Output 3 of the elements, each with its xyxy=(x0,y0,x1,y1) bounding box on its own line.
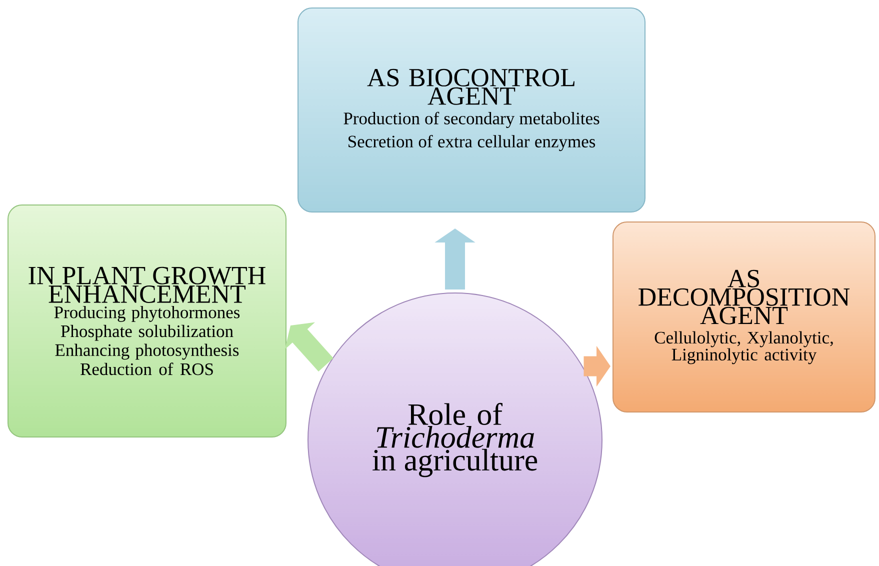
text-box: IN PLANT GROWTH ENHANCEMENT Producing phytohormones Phosphate solubilization Enhancing photosynthesis Reduction of ROS xyxy=(8,204,286,438)
text-box: AS DECOMPOSITION AGENT Cellulolytic, Xylanolytic, Ligninolytic activity xyxy=(612,222,876,412)
text-box: AS BIOCONTROL AGENT Production of secondary metabolites Secretion of extra cellular enzymes xyxy=(298,8,646,212)
